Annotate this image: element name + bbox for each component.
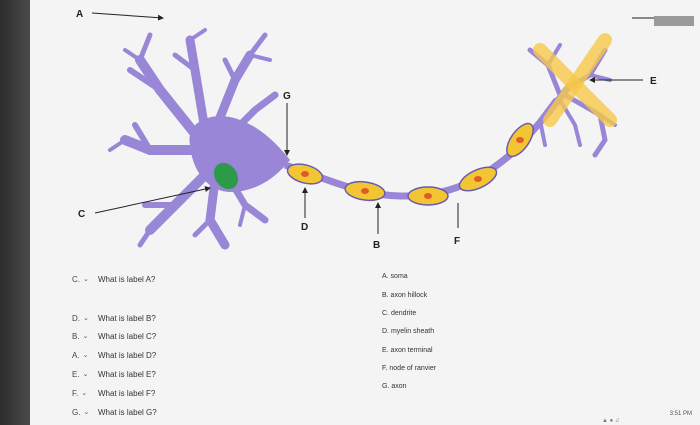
question-text-f: What is label F?: [98, 388, 156, 398]
answer-option-e: E. axon terminal: [382, 347, 433, 354]
answer-option-a: A. soma: [382, 273, 408, 280]
answer-select-b[interactable]: D.⌄: [72, 313, 89, 323]
question-row-a: C.⌄ What is label A?: [72, 272, 155, 286]
chevron-down-icon: ⌄: [81, 390, 88, 397]
chevron-down-icon: ⌄: [82, 371, 89, 378]
question-text-a: What is label A?: [98, 274, 156, 284]
label-b: B: [373, 240, 380, 251]
answer-select-a[interactable]: C.⌄: [72, 274, 89, 284]
chevron-down-icon: ⌄: [83, 409, 90, 416]
myelin-segment: [344, 180, 386, 202]
label-f: F: [454, 236, 460, 247]
question-row-c: B.⌄ What is label C?: [72, 329, 156, 343]
system-tray: ▲ ● ♫: [602, 418, 620, 424]
question-text-g: What is label G?: [98, 407, 157, 417]
dendrites: [108, 28, 279, 250]
taskbar-clock: 3:51 PM: [669, 411, 692, 417]
answer-select-e[interactable]: E.⌄: [72, 369, 89, 379]
answer-select-g[interactable]: G.⌄: [72, 407, 90, 417]
myelin-segment: [286, 163, 324, 185]
neuron-diagram: A C G D B F E: [76, 9, 657, 251]
question-row-f: F.⌄ What is label F?: [72, 386, 155, 400]
question-row-e: E.⌄ What is label E?: [72, 367, 156, 381]
label-d: D: [301, 222, 308, 233]
answer-select-f[interactable]: F.⌄: [72, 388, 88, 398]
myelin-sheaths: [286, 122, 534, 206]
chevron-down-icon: ⌄: [82, 333, 89, 340]
answer-option-b: B. axon hillock: [382, 292, 428, 299]
answer-option-g: G. axon: [382, 383, 407, 390]
window-control-line: [632, 17, 654, 19]
nucleus: [213, 162, 239, 190]
question-text-b: What is label B?: [98, 313, 156, 323]
myelin-segment: [458, 166, 498, 192]
label-e: E: [650, 76, 657, 87]
label-g: G: [283, 91, 291, 102]
myelin-segment: [506, 122, 534, 158]
question-text-e: What is label E?: [98, 369, 156, 379]
answer-option-d: D. myelin sheath: [382, 328, 435, 335]
window-control-bar: [654, 16, 694, 26]
question-row-d: A.⌄ What is label D?: [72, 348, 156, 362]
myelin-segment: [407, 186, 449, 206]
monitor-bezel: [0, 0, 30, 425]
question-text-c: What is label C?: [98, 331, 157, 341]
label-a: A: [76, 9, 83, 20]
question-row-b: D.⌄ What is label B?: [72, 311, 156, 325]
answer-select-d[interactable]: A.⌄: [72, 350, 89, 360]
label-c: C: [78, 209, 85, 220]
chevron-down-icon: ⌄: [83, 276, 89, 283]
question-text-d: What is label D?: [98, 350, 157, 360]
answer-option-f: F. node of ranvier: [382, 365, 437, 372]
answer-option-c: C. dendrite: [382, 310, 417, 317]
chevron-down-icon: ⌄: [82, 352, 89, 359]
question-row-g: G.⌄ What is label G?: [72, 405, 157, 419]
highlighter-mark: [533, 33, 617, 127]
chevron-down-icon: ⌄: [83, 315, 89, 322]
answer-select-c[interactable]: B.⌄: [72, 331, 89, 341]
